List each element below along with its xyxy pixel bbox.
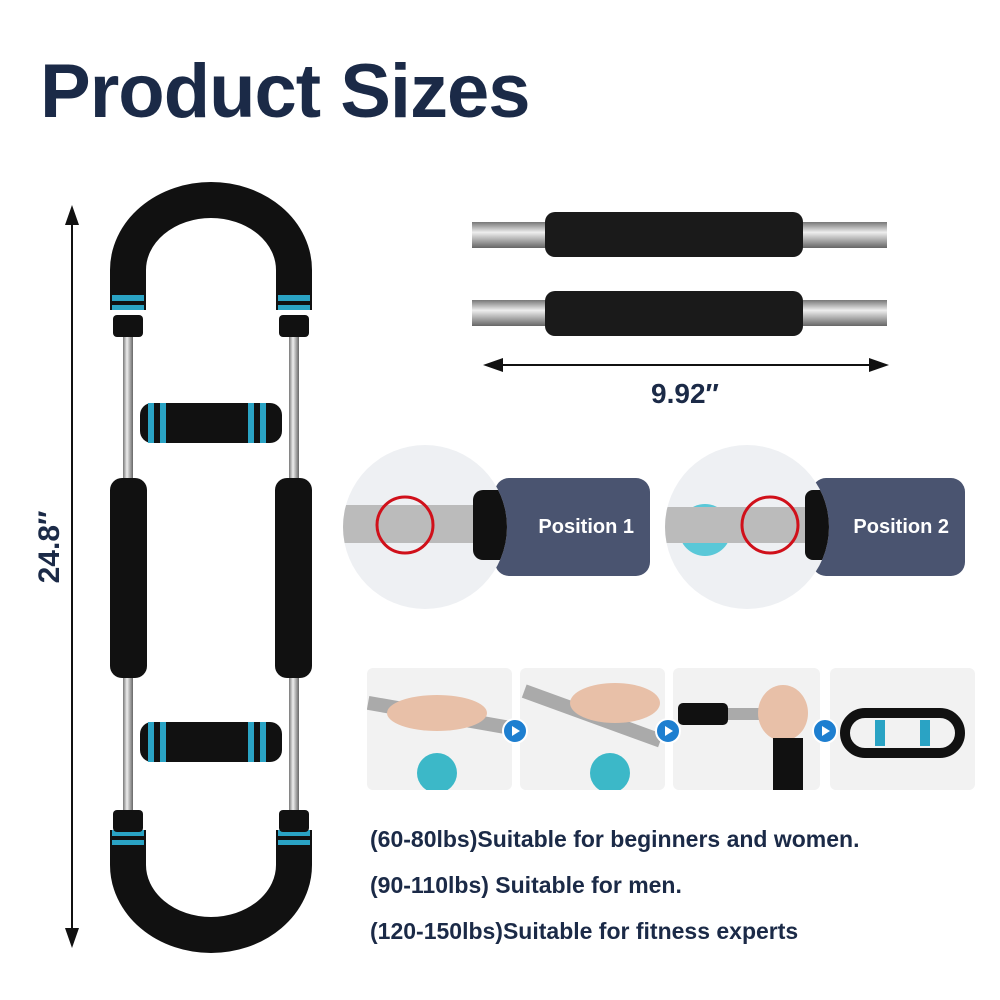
- handle-bars: [472, 212, 887, 336]
- step-photo-3: [673, 668, 820, 790]
- position-1-label: Position 1: [538, 515, 634, 538]
- position-2-photo: [665, 445, 829, 609]
- width-arrow: [483, 358, 889, 372]
- arm-trainer-device: [110, 182, 312, 953]
- width-dimension-label: 9.92″: [651, 378, 719, 409]
- resistance-level-2: (90-110lbs) Suitable for men.: [370, 872, 682, 898]
- play-arrow-icon: [655, 718, 681, 744]
- height-dimension-label: 24.8″: [33, 510, 66, 584]
- height-arrow: [65, 205, 79, 948]
- play-arrow-icon: [812, 718, 838, 744]
- step-photo-2: [520, 668, 665, 790]
- page-title: Product Sizes: [40, 49, 531, 134]
- position-2-label-box: Position 2: [812, 478, 965, 576]
- position-1-photo: [343, 445, 507, 609]
- resistance-level-1: (60-80lbs)Suitable for beginners and wom…: [370, 826, 860, 852]
- step-photo-1: [367, 668, 512, 790]
- step-photo-4: [830, 668, 975, 790]
- position-2-label: Position 2: [853, 515, 949, 538]
- play-arrow-icon: [502, 718, 528, 744]
- resistance-level-3: (120-150lbs)Suitable for fitness experts: [370, 918, 799, 944]
- position-1-label-box: Position 1: [495, 478, 650, 576]
